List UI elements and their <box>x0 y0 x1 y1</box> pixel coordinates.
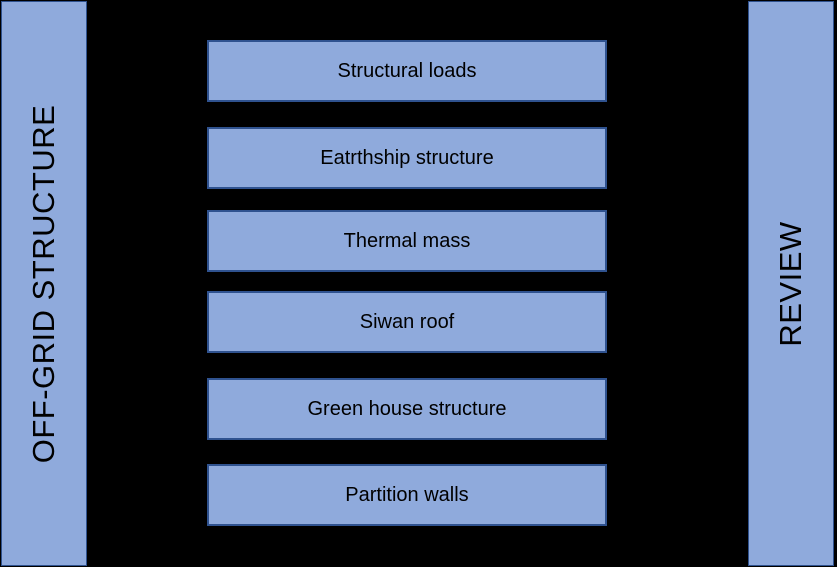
box-label: Eatrthship structure <box>320 146 494 169</box>
box-label: Siwan roof <box>359 310 455 333</box>
right-panel-review: REVIEW <box>748 1 834 566</box>
box-thermal-mass: Thermal mass <box>207 210 607 272</box>
box-structural-loads: Structural loads <box>207 40 607 102</box>
box-label: Partition walls <box>345 483 469 506</box>
box-label: Green house structure <box>307 397 507 420</box>
left-panel-off-grid-structure: OFF-GRID STRUCTURE <box>1 1 87 566</box>
right-panel-label: REVIEW <box>773 220 808 347</box>
box-earthship-structure: Eatrthship structure <box>207 127 607 189</box>
box-green-house-structure: Green house structure <box>207 378 607 440</box>
box-siwan-roof: Siwan roof <box>207 291 607 353</box>
box-label: Thermal mass <box>343 229 471 252</box>
box-label: Structural loads <box>337 59 477 82</box>
box-partition-walls: Partition walls <box>207 464 607 526</box>
left-panel-label: OFF-GRID STRUCTURE <box>26 104 61 463</box>
